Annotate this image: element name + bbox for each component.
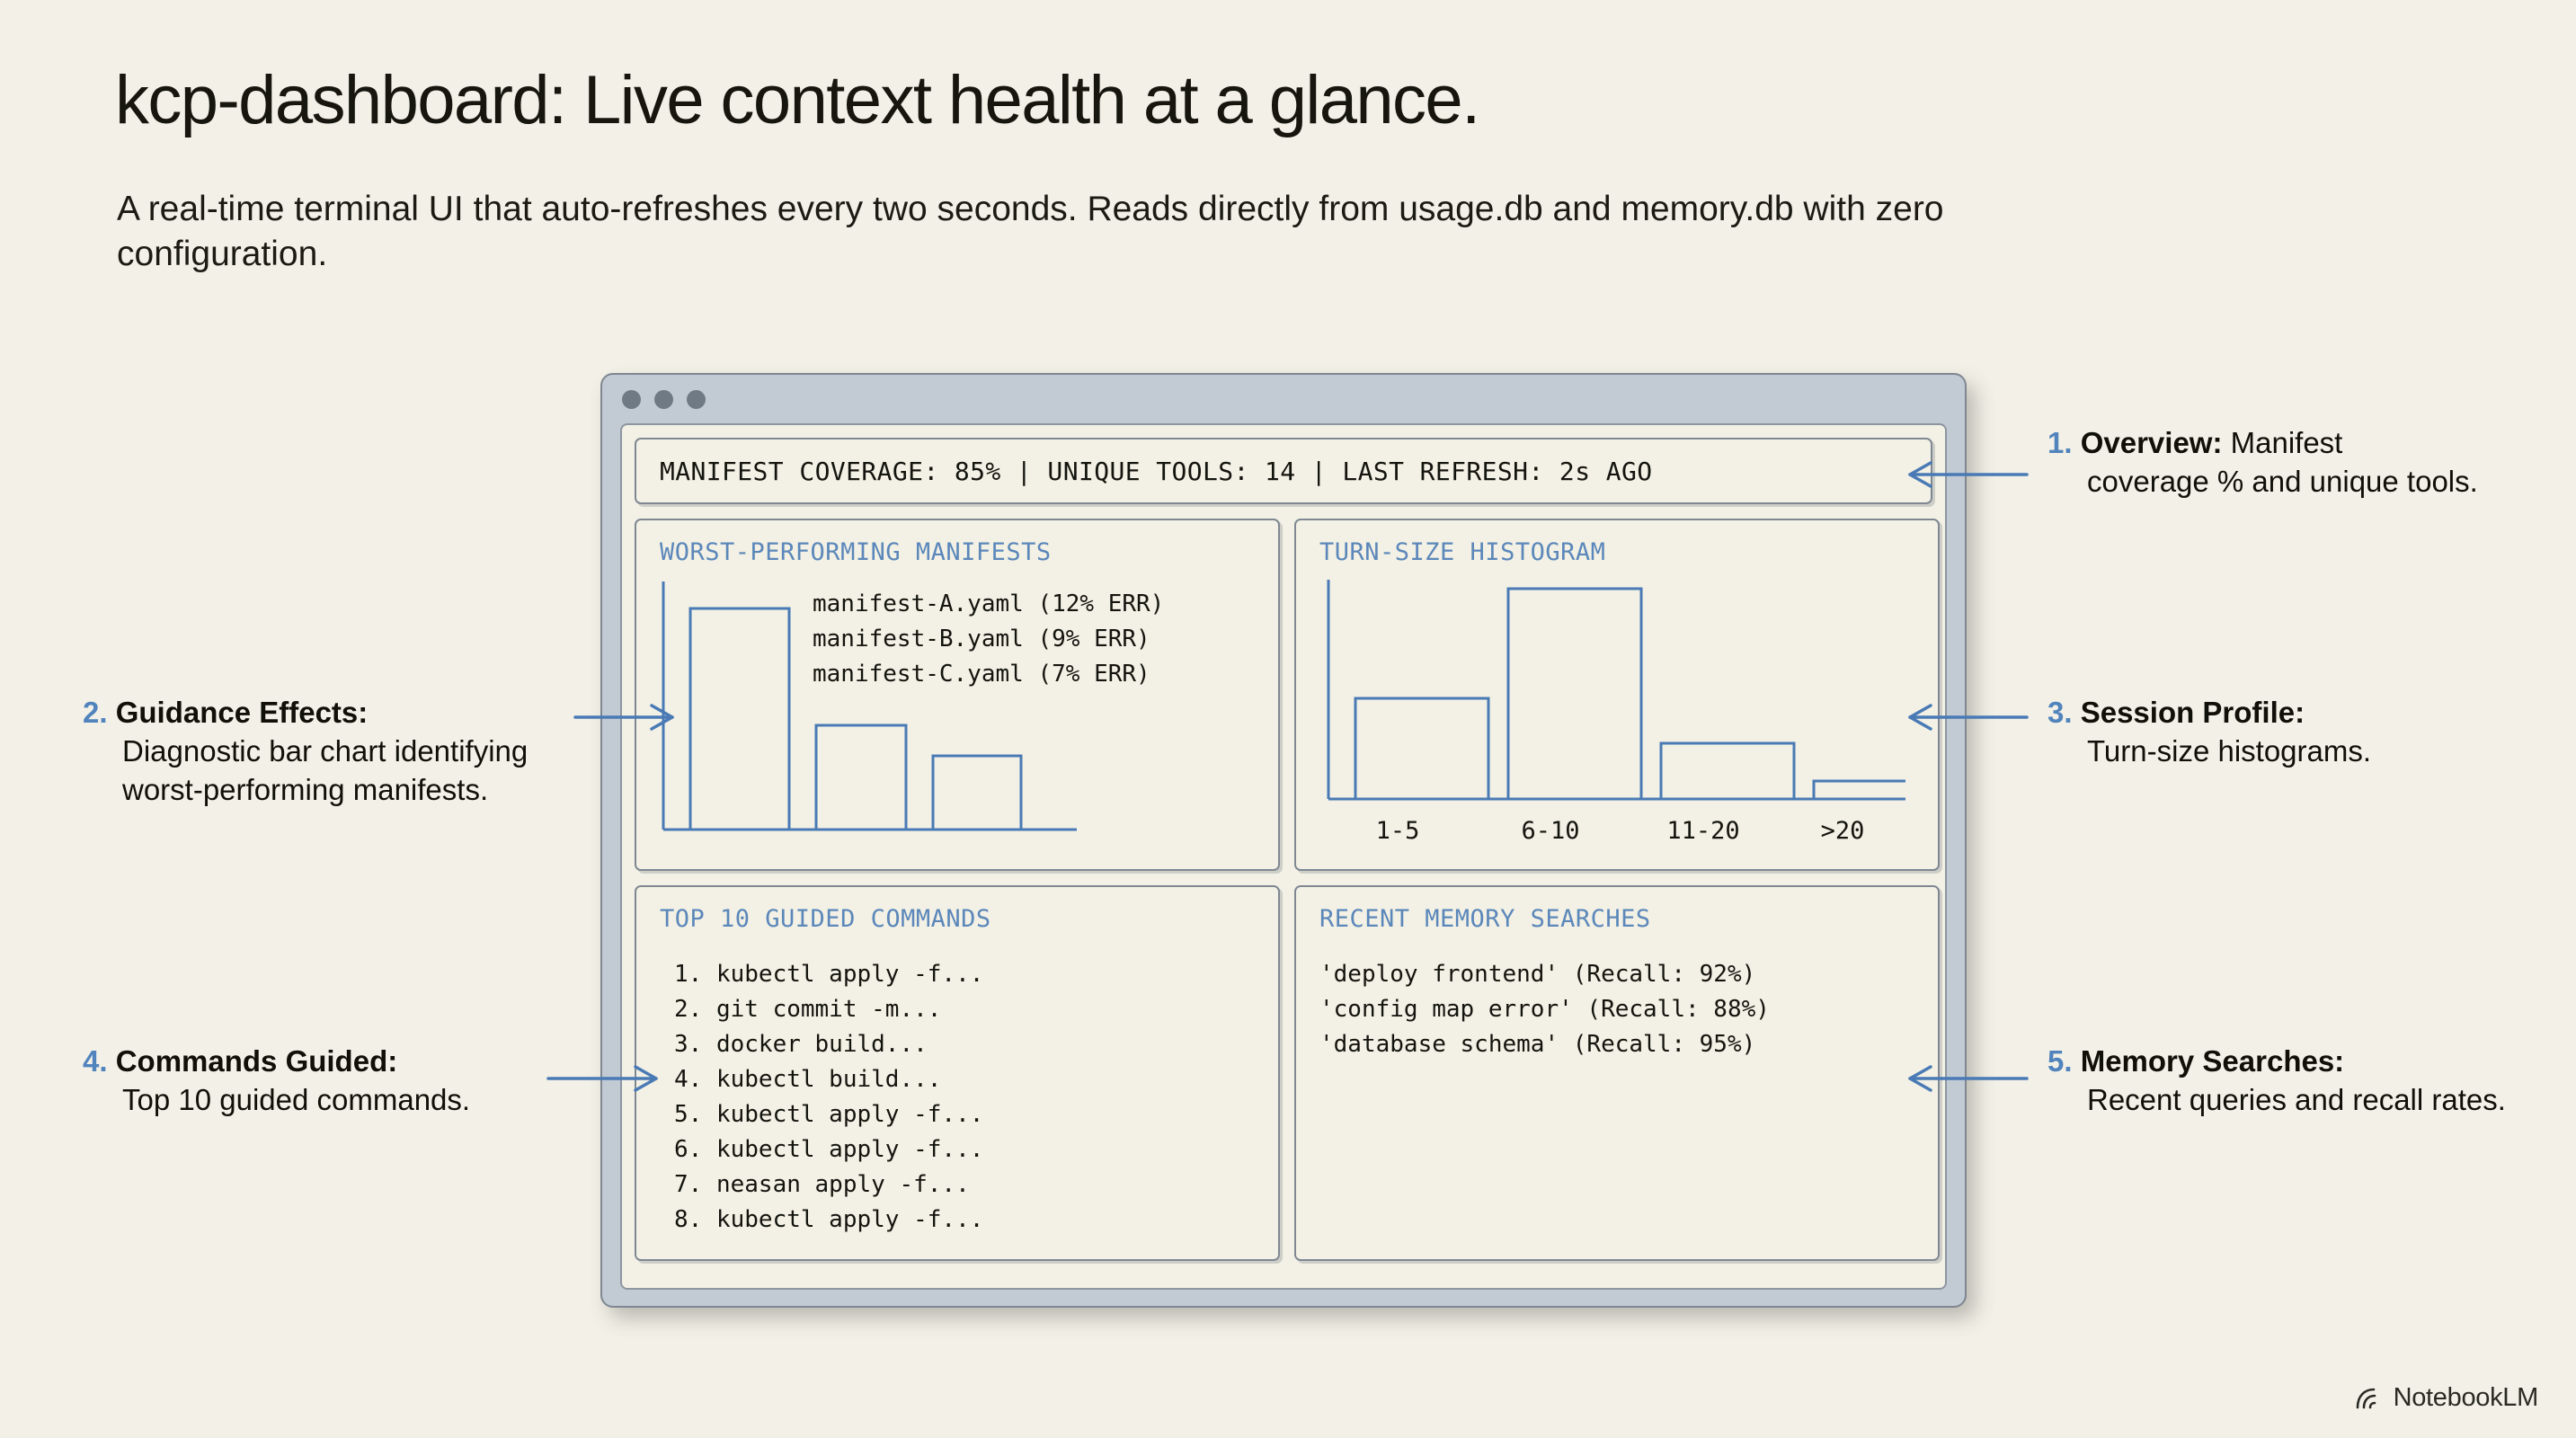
hist-tick-2: 6-10 [1521,817,1580,845]
page-title: kcp-dashboard: Live context health at a … [115,62,1480,138]
panel-title-histogram: TURN-SIZE HISTOGRAM [1319,538,1606,566]
hist-tick-1: 1-5 [1375,817,1420,845]
annotation-4-body: Top 10 guided commands. [122,1082,471,1116]
annotation-1-lead: Overview: [2080,426,2223,459]
window-minimize-dot-icon[interactable] [654,389,673,409]
notebooklm-footer: NotebookLM [2355,1383,2538,1413]
turn-size-histogram-chart [1327,580,1905,801]
annotation-1-overview: 1. Overview: Manifest coverage % and uni… [2047,424,2515,502]
memory-searches-list: 'deploy frontend' (Recall: 92%) 'config … [1319,961,1770,1058]
status-bar-text: MANIFEST COVERAGE: 85% | UNIQUE TOOLS: 1… [660,456,1653,486]
annotation-5-lead: Memory Searches: [2080,1044,2345,1078]
window-close-dot-icon[interactable] [622,389,641,409]
page-subtitle: A real-time terminal UI that auto-refres… [117,190,1944,273]
annotation-4-lead: Commands Guided: [115,1044,398,1078]
annotation-3-body: Turn-size histograms. [2087,733,2372,768]
notebooklm-mark-icon [2356,1388,2376,1408]
panel-title-memory: RECENT MEMORY SEARCHES [1319,905,1651,933]
annotation-3-lead: Session Profile: [2080,696,2305,729]
annotation-5-body: Recent queries and recall rates. [2087,1082,2506,1116]
panel-title-commands: TOP 10 GUIDED COMMANDS [660,905,991,933]
annotation-4-number: 4. [83,1044,108,1078]
status-bar-panel: MANIFEST COVERAGE: 85% | UNIQUE TOOLS: 1… [635,438,1932,504]
panel-top-guided-commands: TOP 10 GUIDED COMMANDS 1. kubectl apply … [635,885,1280,1261]
panel-turn-size-histogram: TURN-SIZE HISTOGRAM 1-5 6-10 11-20 >20 [1294,519,1940,871]
annotation-4-commands-guided: 4. Commands Guided: Top 10 guided comman… [83,1043,586,1120]
terminal-body: MANIFEST COVERAGE: 85% | UNIQUE TOOLS: 1… [620,423,1947,1290]
annotation-1-body: coverage % and unique tools. [2087,464,2478,498]
annotation-3-session-profile: 3. Session Profile: Turn-size histograms… [2047,694,2524,771]
panel-title-manifests: WORST-PERFORMING MANIFESTS [660,538,1052,566]
hist-tick-3: 11-20 [1666,817,1740,845]
annotation-2-guidance-effects: 2. Guidance Effects: Diagnostic bar char… [83,694,586,810]
annotation-2-lead: Guidance Effects: [115,696,369,729]
annotation-2-number: 2. [83,696,108,729]
annotation-2-body: Diagnostic bar chart identifying worst-p… [122,733,529,806]
window-titlebar [602,375,1965,423]
notebooklm-logo-text: NotebookLM [2393,1383,2539,1412]
panel-worst-performing-manifests: WORST-PERFORMING MANIFESTS manifest-A.ya… [635,519,1280,871]
window-maximize-dot-icon[interactable] [687,389,706,409]
terminal-window: MANIFEST COVERAGE: 85% | UNIQUE TOOLS: 1… [600,373,1967,1308]
histogram-axis-labels: 1-5 6-10 11-20 >20 [1321,817,1905,845]
annotation-1-number: 1. [2047,426,2073,459]
guided-commands-list: 1. kubectl apply -f... 2. git commit -m.… [674,961,984,1233]
annotation-1-rest: Manifest [2222,426,2343,459]
panel-recent-memory-searches: RECENT MEMORY SEARCHES 'deploy frontend'… [1294,885,1940,1261]
manifests-error-list: manifest-A.yaml (12% ERR) manifest-B.yam… [813,590,1165,688]
annotation-5-number: 5. [2047,1044,2073,1078]
manifests-bar-chart [662,581,1077,831]
annotation-3-number: 3. [2047,696,2073,729]
annotation-5-memory-searches: 5. Memory Searches: Recent queries and r… [2047,1043,2515,1120]
hist-tick-4: >20 [1820,817,1865,845]
